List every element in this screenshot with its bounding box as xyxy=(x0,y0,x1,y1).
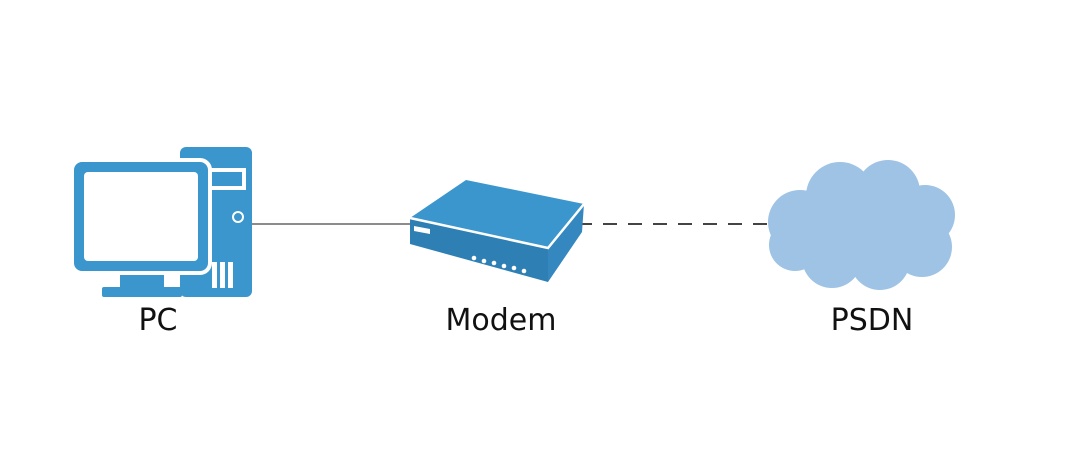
psdn-label: PSDN xyxy=(831,303,914,338)
modem-label: Modem xyxy=(446,303,557,338)
desktop-computer-icon xyxy=(70,147,252,297)
pc-label: PC xyxy=(138,303,177,338)
modem-icon xyxy=(409,180,585,282)
cloud-icon xyxy=(768,160,955,290)
